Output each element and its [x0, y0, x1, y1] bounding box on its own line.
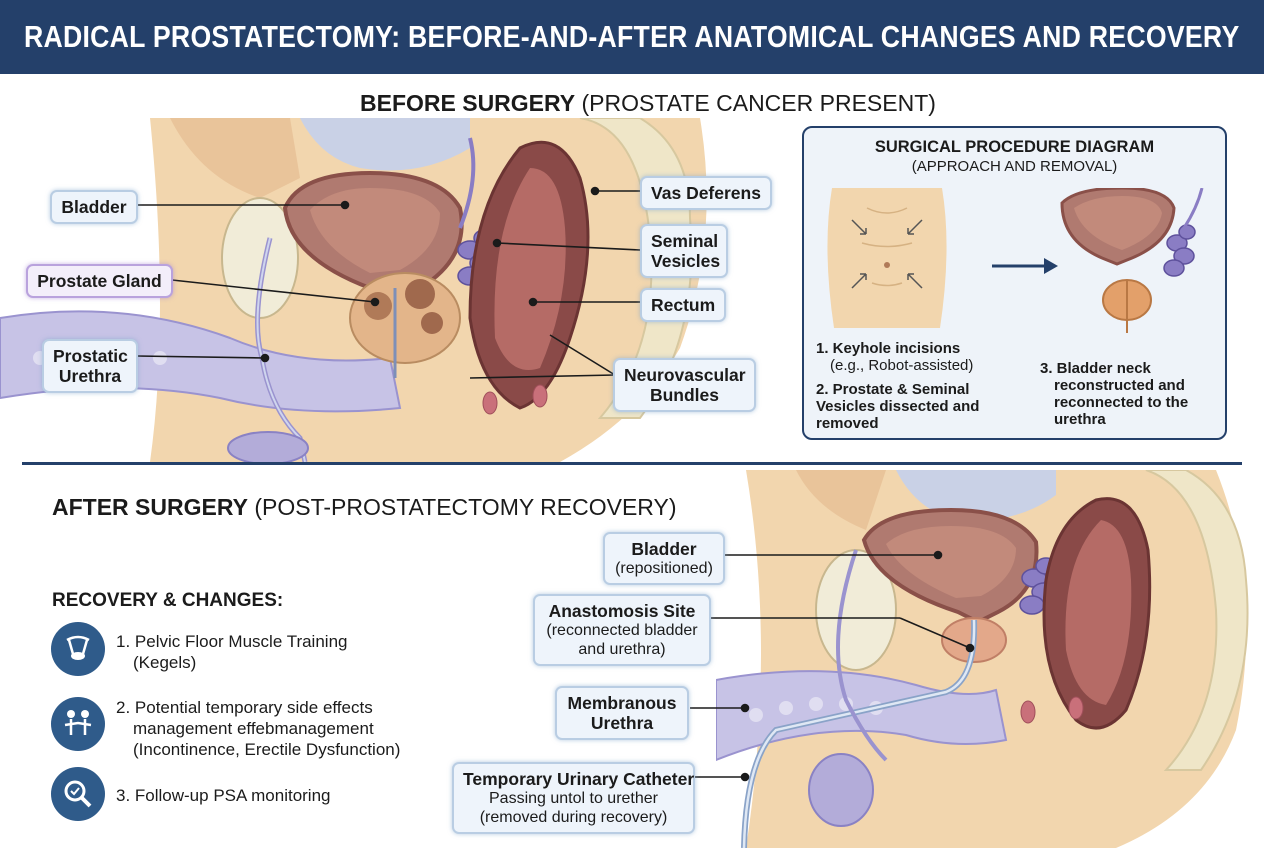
recovery-item-1: 1. Pelvic Floor Muscle Training (Kegels) [116, 632, 348, 672]
removed-vesicles-shape [1163, 224, 1196, 277]
label-bladder-after: Bladder (repositioned) [603, 532, 725, 585]
procedure-panel: SURGICAL PROCEDURE DIAGRAM (APPROACH AND… [802, 126, 1227, 440]
after-heading: AFTER SURGERY (POST-PROSTATECTOMY RECOVE… [52, 494, 677, 521]
procedure-subtitle: (APPROACH AND REMOVAL) [911, 158, 1118, 175]
testis-shape [808, 753, 874, 827]
navel-incision [884, 262, 890, 268]
pelvic-floor-icon [51, 622, 105, 676]
recovery-item-2: 2. Potential temporary side effects mana… [116, 698, 401, 759]
label-vas-deferens: Vas Deferens [640, 176, 772, 210]
after-leader-lines [690, 550, 975, 782]
section-divider [22, 462, 1242, 465]
label-membranous-urethra: Membranous Urethra [555, 686, 689, 740]
label-anastomosis-site: Anastomosis Site (reconnected bladder an… [533, 594, 711, 666]
recovery-title: RECOVERY & CHANGES: [52, 590, 284, 611]
label-bladder-before: Bladder [50, 190, 138, 224]
label-urinary-catheter: Temporary Urinary Catheter Passing untol… [452, 762, 695, 834]
page-title: RADICAL PROSTATECTOMY: BEFORE-AND-AFTER … [24, 19, 1240, 54]
abdomen-shape [827, 188, 947, 328]
before-heading-bold: BEFORE SURGERY [360, 90, 576, 116]
procedure-illustration [827, 188, 1204, 333]
before-heading-normal: (PROSTATE CANCER PRESENT) [581, 90, 936, 116]
after-heading-bold: AFTER SURGERY [52, 494, 248, 520]
procedure-step-2: 2. Prostate & Seminal Vesicles dissected… [816, 381, 980, 432]
search-check-icon [51, 767, 105, 821]
before-leader-lines [136, 186, 641, 379]
after-anatomy-illustration [716, 470, 1249, 848]
support-people-icon [51, 697, 105, 751]
label-prostate-gland: Prostate Gland [26, 264, 173, 298]
label-rectum: Rectum [640, 288, 726, 322]
recovery-item-3: 3. Follow-up PSA monitoring [116, 786, 331, 805]
procedure-step-1: 1. Keyhole incisions (e.g., Robot-assist… [816, 340, 974, 374]
arrow-right-icon [992, 258, 1058, 274]
procedure-step-3: 3. Bladder neck reconstructed and reconn… [1040, 360, 1189, 428]
title-bar: RADICAL PROSTATECTOMY: BEFORE-AND-AFTER … [0, 0, 1264, 74]
after-heading-normal: (POST-PROSTATECTOMY RECOVERY) [254, 494, 677, 520]
procedure-title: SURGICAL PROCEDURE DIAGRAM [874, 138, 1155, 156]
before-heading: BEFORE SURGERY (PROSTATE CANCER PRESENT) [360, 90, 936, 117]
